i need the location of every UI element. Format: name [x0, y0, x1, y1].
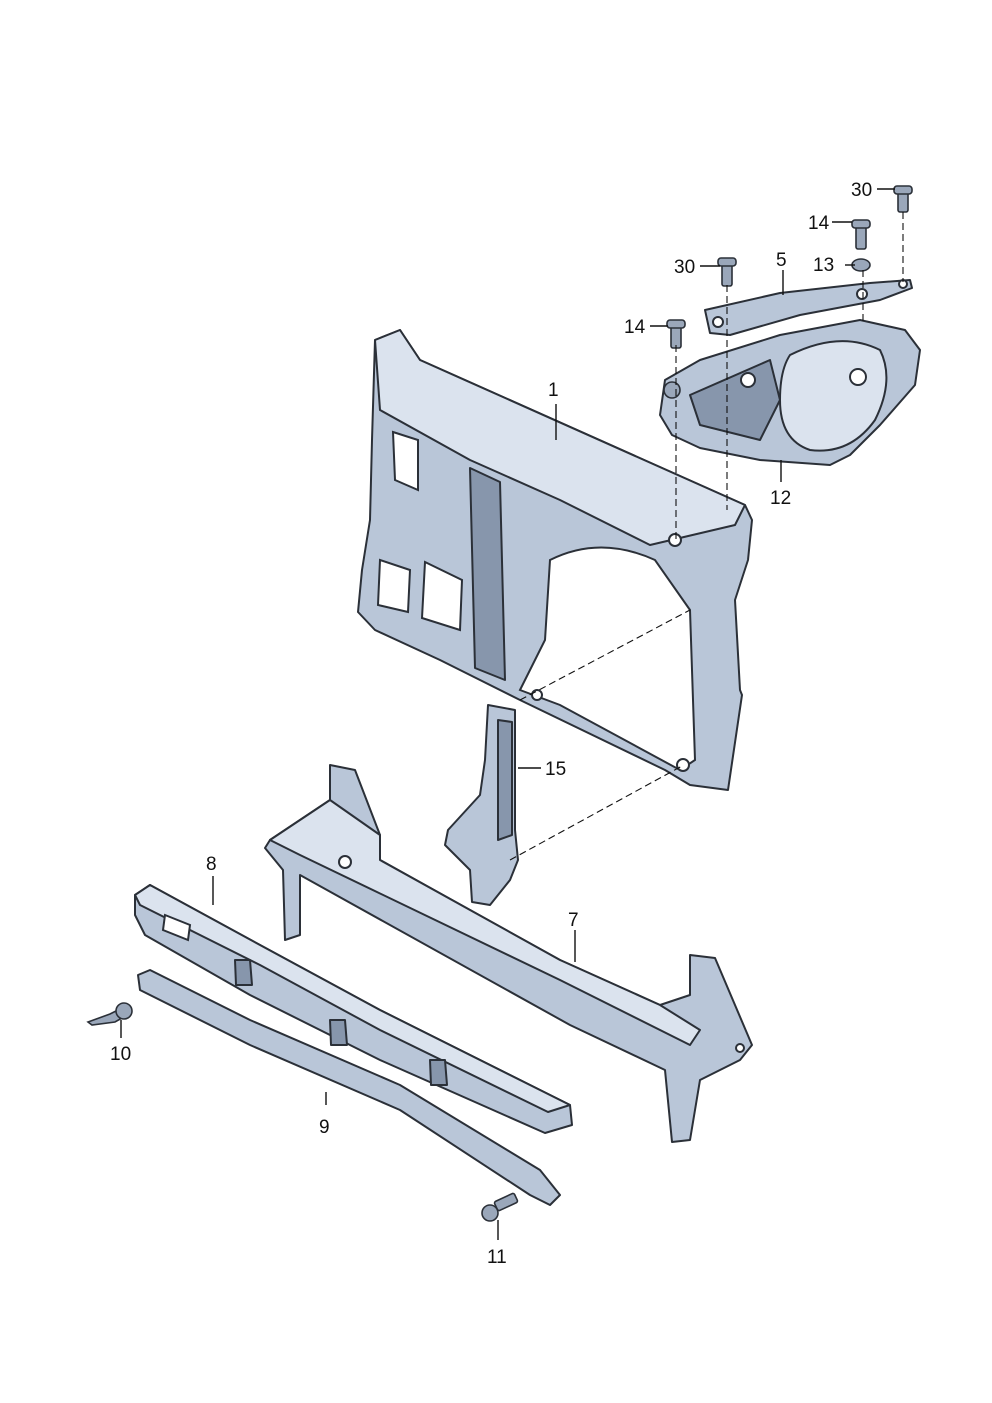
callout-9: 9: [319, 1117, 330, 1138]
headlight-part-12: [659, 319, 921, 466]
callout-11: 11: [487, 1247, 507, 1268]
callout-14-lower: 14: [624, 317, 646, 338]
strip-part-9: [137, 969, 561, 1206]
callout-14-upper: 14: [808, 213, 830, 234]
callout-labels: 1 5 7 8 9 10 11 12 13 14 14 15 30 30: [110, 180, 872, 1268]
front-panel-part-1: [357, 329, 753, 791]
absorber-part-8: [134, 884, 573, 1134]
callout-30-left: 30: [674, 257, 695, 278]
crossmember-part-7: [264, 764, 753, 1143]
callout-13: 13: [813, 255, 834, 276]
callout-15: 15: [545, 759, 566, 780]
callout-12: 12: [770, 488, 791, 509]
callout-1: 1: [548, 380, 559, 401]
callout-30-top: 30: [851, 180, 872, 201]
callout-5: 5: [776, 250, 787, 271]
fasteners-bottom: [86, 1002, 519, 1222]
air-duct-part-15: [444, 704, 519, 906]
bracket-part-5: [704, 279, 913, 336]
callout-8: 8: [206, 854, 217, 875]
leader-lines: [120, 188, 895, 1240]
callout-7: 7: [568, 910, 579, 931]
fasteners-top: [666, 185, 913, 349]
assembly-lines: [509, 212, 904, 861]
callout-10: 10: [110, 1044, 131, 1065]
